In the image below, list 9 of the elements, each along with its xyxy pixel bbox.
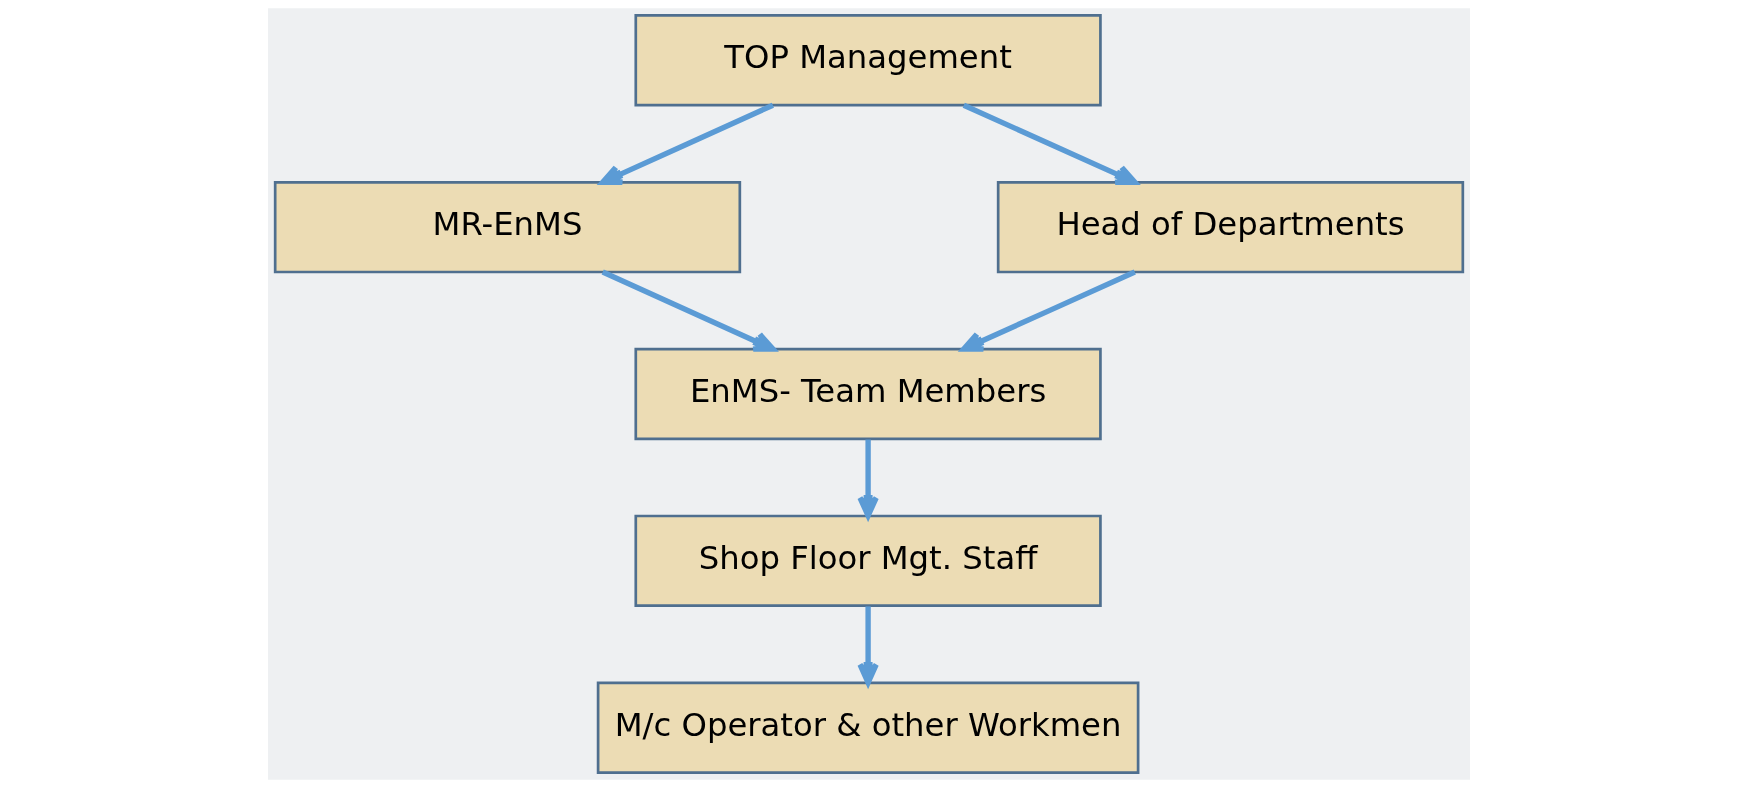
arrow [599, 102, 774, 185]
node-box: TOP Management [634, 14, 1102, 107]
node-box: M/c Operator & other Workmen [596, 681, 1140, 774]
node-box: MR-EnMS [273, 180, 742, 274]
node-box: Head of Departments [996, 180, 1465, 274]
node-box: Shop Floor Mgt. Staff [634, 514, 1102, 608]
node-box: EnMS- Team Members [634, 347, 1102, 441]
arrow [601, 269, 776, 352]
arrow [962, 102, 1138, 185]
